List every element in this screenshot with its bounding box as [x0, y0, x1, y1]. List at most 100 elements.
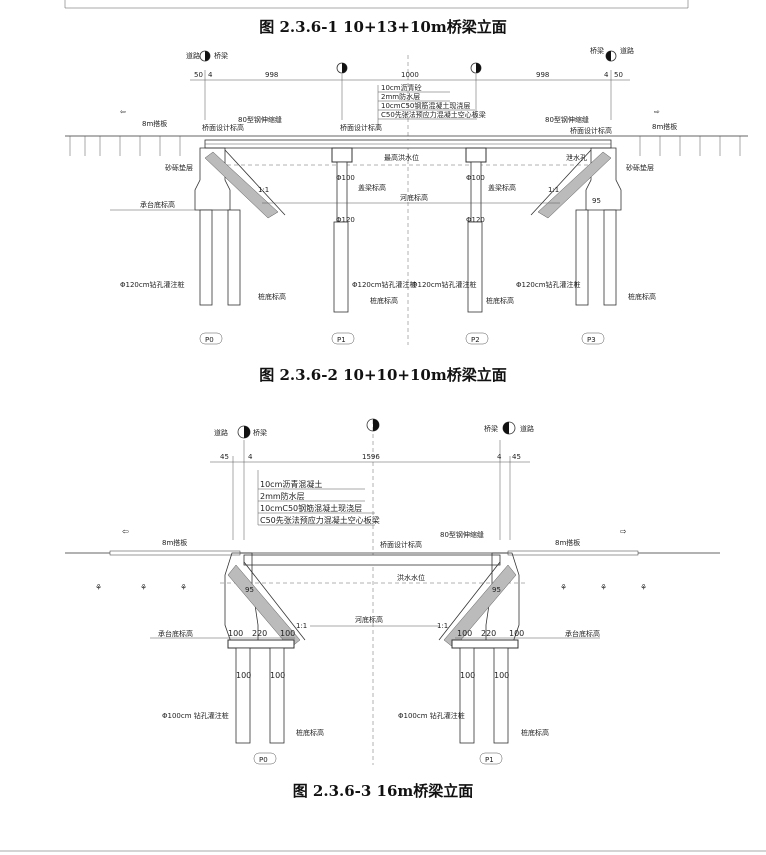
svg-text:8m搭板: 8m搭板 — [555, 538, 580, 547]
svg-text:盖梁标高: 盖梁标高 — [488, 183, 516, 192]
fig2-layer-1: 10cm沥青砼 — [381, 83, 422, 92]
svg-text:盖梁标高: 盖梁标高 — [358, 183, 386, 192]
svg-text:8m搭板: 8m搭板 — [142, 119, 167, 128]
svg-text:Φ100cm 钻孔灌注桩: Φ100cm 钻孔灌注桩 — [398, 711, 465, 720]
pier-label-p1: P1 — [337, 336, 346, 344]
fig3-layer-2: 2mm防水层 — [260, 491, 305, 501]
svg-text:95: 95 — [592, 197, 601, 205]
pier-label-p3: P3 — [587, 336, 596, 344]
svg-text:桥面设计标高: 桥面设计标高 — [340, 123, 382, 132]
svg-text:100: 100 — [509, 629, 524, 638]
svg-text:Φ120cm钻孔灌注桩: Φ120cm钻孔灌注桩 — [120, 280, 185, 289]
svg-text:Φ120cm钻孔灌注桩: Φ120cm钻孔灌注桩 — [516, 280, 581, 289]
svg-text:95: 95 — [492, 586, 501, 594]
svg-text:承台底标高: 承台底标高 — [158, 629, 193, 638]
fig2-road-right: 道路 — [620, 46, 634, 55]
svg-text:Φ120cm钻孔灌注桩: Φ120cm钻孔灌注桩 — [352, 280, 417, 289]
svg-text:220: 220 — [481, 629, 496, 638]
svg-text:桥面设计标高: 桥面设计标高 — [202, 123, 244, 132]
svg-text:砂砾垫层: 砂砾垫层 — [165, 163, 193, 172]
svg-text:Φ120: Φ120 — [466, 216, 485, 224]
svg-text:1000: 1000 — [401, 71, 419, 79]
fig2-road-left: 道路 — [186, 51, 200, 60]
svg-text:桩底标高: 桩底标高 — [521, 728, 549, 737]
svg-text:1:1: 1:1 — [437, 622, 448, 630]
svg-text:Φ100: Φ100 — [336, 174, 355, 182]
fig3-road-left: 道路 — [214, 428, 228, 437]
pier-label-p2: P2 — [471, 336, 480, 344]
svg-text:1:1: 1:1 — [258, 186, 269, 194]
svg-text:220: 220 — [252, 629, 267, 638]
svg-text:50: 50 — [194, 71, 203, 79]
pier-label-p0: P0 — [259, 756, 268, 764]
fig2-layer-2: 2mm防水层 — [381, 92, 420, 101]
svg-text:80型钢伸缩缝: 80型钢伸缩缝 — [545, 115, 589, 124]
fig3-layer-3: 10cmC50钢筋混凝土现浇层 — [260, 503, 362, 513]
svg-text:⚘: ⚘ — [640, 583, 647, 592]
fig3-layer-1: 10cm沥青混凝土 — [260, 479, 322, 489]
svg-text:50: 50 — [614, 71, 623, 79]
svg-text:桩底标高: 桩底标高 — [486, 296, 514, 305]
fig3-bridge-right: 桥梁 — [484, 424, 498, 433]
svg-text:Φ100cm 钻孔灌注桩: Φ100cm 钻孔灌注桩 — [162, 711, 229, 720]
svg-text:承台底标高: 承台底标高 — [140, 200, 175, 209]
svg-text:4: 4 — [497, 453, 502, 461]
svg-text:1596: 1596 — [362, 453, 380, 461]
svg-text:桥面设计标高: 桥面设计标高 — [380, 540, 422, 549]
svg-text:河底标高: 河底标高 — [400, 193, 428, 202]
svg-text:⚘: ⚘ — [180, 583, 187, 592]
svg-text:4: 4 — [208, 71, 213, 79]
svg-text:泄水孔: 泄水孔 — [566, 153, 587, 162]
svg-text:⚘: ⚘ — [95, 583, 102, 592]
svg-text:⇨: ⇨ — [620, 527, 627, 536]
svg-text:洪水水位: 洪水水位 — [397, 573, 425, 582]
svg-text:承台底标高: 承台底标高 — [565, 629, 600, 638]
svg-text:8m搭板: 8m搭板 — [162, 538, 187, 547]
svg-text:⇨: ⇨ — [654, 108, 660, 116]
pier-label-p1: P1 — [485, 756, 494, 764]
svg-text:Φ100: Φ100 — [466, 174, 485, 182]
svg-text:⇦: ⇦ — [122, 527, 129, 536]
svg-text:100: 100 — [270, 671, 285, 680]
svg-text:⚘: ⚘ — [600, 583, 607, 592]
svg-text:河底标高: 河底标高 — [355, 615, 383, 624]
svg-text:Φ120: Φ120 — [336, 216, 355, 224]
svg-text:80型钢伸缩缝: 80型钢伸缩缝 — [238, 115, 282, 124]
fig2-bridge-right: 桥梁 — [590, 46, 604, 55]
svg-text:砂砾垫层: 砂砾垫层 — [626, 163, 654, 172]
fig3-road-right: 道路 — [520, 424, 534, 433]
svg-text:45: 45 — [220, 453, 229, 461]
pier-label-p0: P0 — [205, 336, 214, 344]
svg-text:100: 100 — [236, 671, 251, 680]
svg-text:8m搭板: 8m搭板 — [652, 122, 677, 131]
svg-text:⚘: ⚘ — [140, 583, 147, 592]
svg-text:⚘: ⚘ — [560, 583, 567, 592]
svg-text:80型钢伸缩缝: 80型钢伸缩缝 — [440, 530, 484, 539]
bridge-marker-icon — [205, 51, 210, 61]
fig3-layer-4: C50先张法预应力混凝土空心板梁 — [260, 515, 380, 525]
svg-text:998: 998 — [265, 71, 278, 79]
svg-text:4: 4 — [248, 453, 253, 461]
svg-text:桩底标高: 桩底标高 — [370, 296, 398, 305]
svg-text:100: 100 — [280, 629, 295, 638]
svg-text:100: 100 — [494, 671, 509, 680]
svg-text:Φ120cm钻孔灌注桩: Φ120cm钻孔灌注桩 — [412, 280, 477, 289]
fig3-bridge-left: 桥梁 — [253, 428, 267, 437]
svg-text:1:1: 1:1 — [548, 186, 559, 194]
svg-text:桩底标高: 桩底标高 — [296, 728, 324, 737]
figure-caption-2: 图 2.3.6-2 10+10+10m桥梁立面 — [259, 366, 507, 384]
svg-text:1:1: 1:1 — [296, 622, 307, 630]
figure-caption-3: 图 2.3.6-3 16m桥梁立面 — [292, 782, 474, 800]
svg-text:100: 100 — [460, 671, 475, 680]
svg-text:最高洪水位: 最高洪水位 — [384, 153, 419, 162]
svg-text:桩底标高: 桩底标高 — [258, 292, 286, 301]
figure-caption-1: 图 2.3.6-1 10+13+10m桥梁立面 — [259, 18, 507, 36]
svg-text:95: 95 — [245, 586, 254, 594]
fig2-layer-3: 10cmC50钢筋混凝土现浇层 — [381, 101, 470, 110]
svg-text:998: 998 — [536, 71, 549, 79]
svg-text:4: 4 — [604, 71, 609, 79]
svg-text:45: 45 — [512, 453, 521, 461]
